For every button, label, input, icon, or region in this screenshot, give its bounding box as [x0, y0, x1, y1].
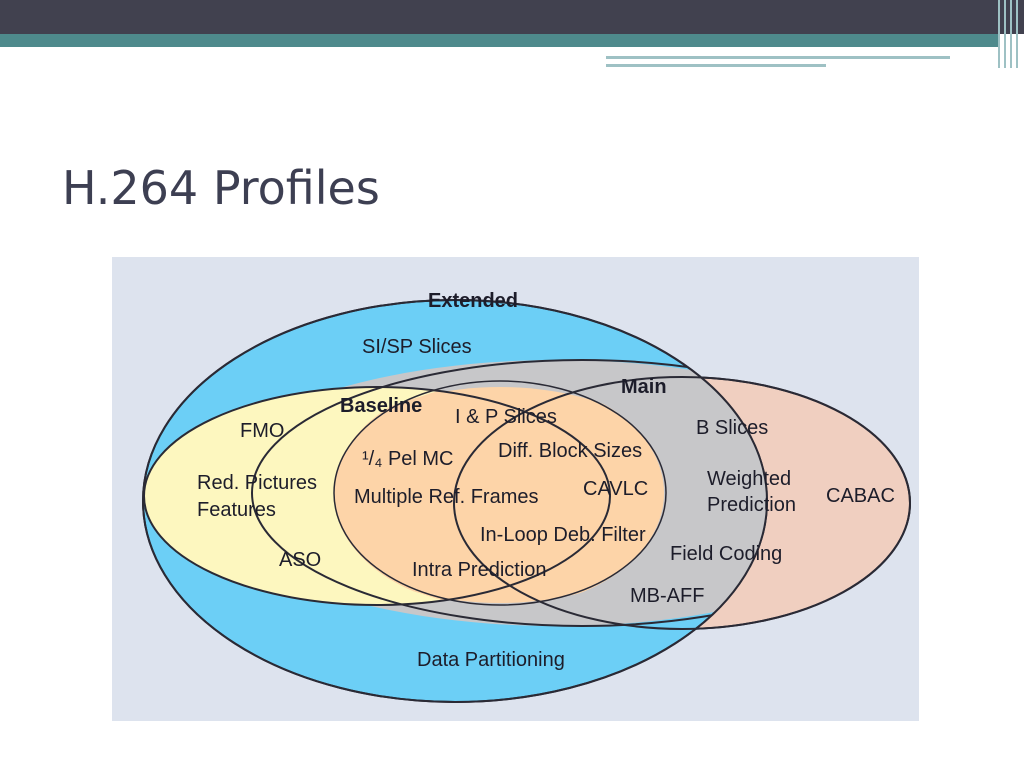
slide-title: H.264 Profiles [62, 161, 380, 215]
feature-b-slices: B Slices [696, 417, 768, 439]
set-label-extended: Extended [428, 290, 518, 312]
feature-mb-aff: MB-AFF [630, 585, 704, 607]
set-main-outline [251, 359, 767, 627]
feature-aso: ASO [279, 549, 321, 571]
feature-weighted: Weighted [707, 468, 791, 490]
set-baseline-outline [143, 386, 611, 606]
feature-si-sp-slices: SI/SP Slices [362, 336, 472, 358]
set-cabac-outline [453, 376, 911, 630]
feature-quarter-pel-mc: ¹/₄ Pel MC [362, 448, 454, 470]
feature-i-p-slices: I & P Slices [455, 406, 557, 428]
accent-strip-upper [606, 56, 950, 59]
feature-fmo: FMO [240, 420, 284, 442]
feature-red-pictures: Red. Pictures [197, 472, 317, 494]
feature-data-partitioning: Data Partitioning [417, 649, 565, 671]
set-label-baseline: Baseline [340, 395, 422, 417]
feature-cavlc: CAVLC [583, 478, 648, 500]
feature-prediction: Prediction [707, 494, 796, 516]
feature-multiple-ref-frames: Multiple Ref. Frames [354, 486, 539, 508]
header-bar-dark [0, 0, 1024, 34]
feature-field-coding: Field Coding [670, 543, 782, 565]
common-core-region-right [334, 387, 664, 603]
feature-features: Features [197, 499, 276, 521]
feature-diff-block-sizes: Diff. Block Sizes [498, 440, 642, 462]
set-extended-outline [142, 299, 768, 703]
venn-svg: Extended Baseline Main SI/SP Slices Data… [142, 290, 911, 703]
profiles-venn-diagram: Extended Baseline Main SI/SP Slices Data… [112, 257, 919, 721]
set-label-main: Main [621, 376, 667, 398]
accent-strip-lower [606, 64, 826, 67]
common-core-outline [333, 380, 667, 606]
feature-cabac: CABAC [826, 485, 895, 507]
feature-intra-prediction: Intra Prediction [412, 559, 547, 581]
feature-in-loop-deb-filter: In-Loop Deb. Filter [480, 524, 646, 546]
header-edge-lines [994, 0, 1024, 68]
header-bar-teal [0, 34, 1000, 47]
